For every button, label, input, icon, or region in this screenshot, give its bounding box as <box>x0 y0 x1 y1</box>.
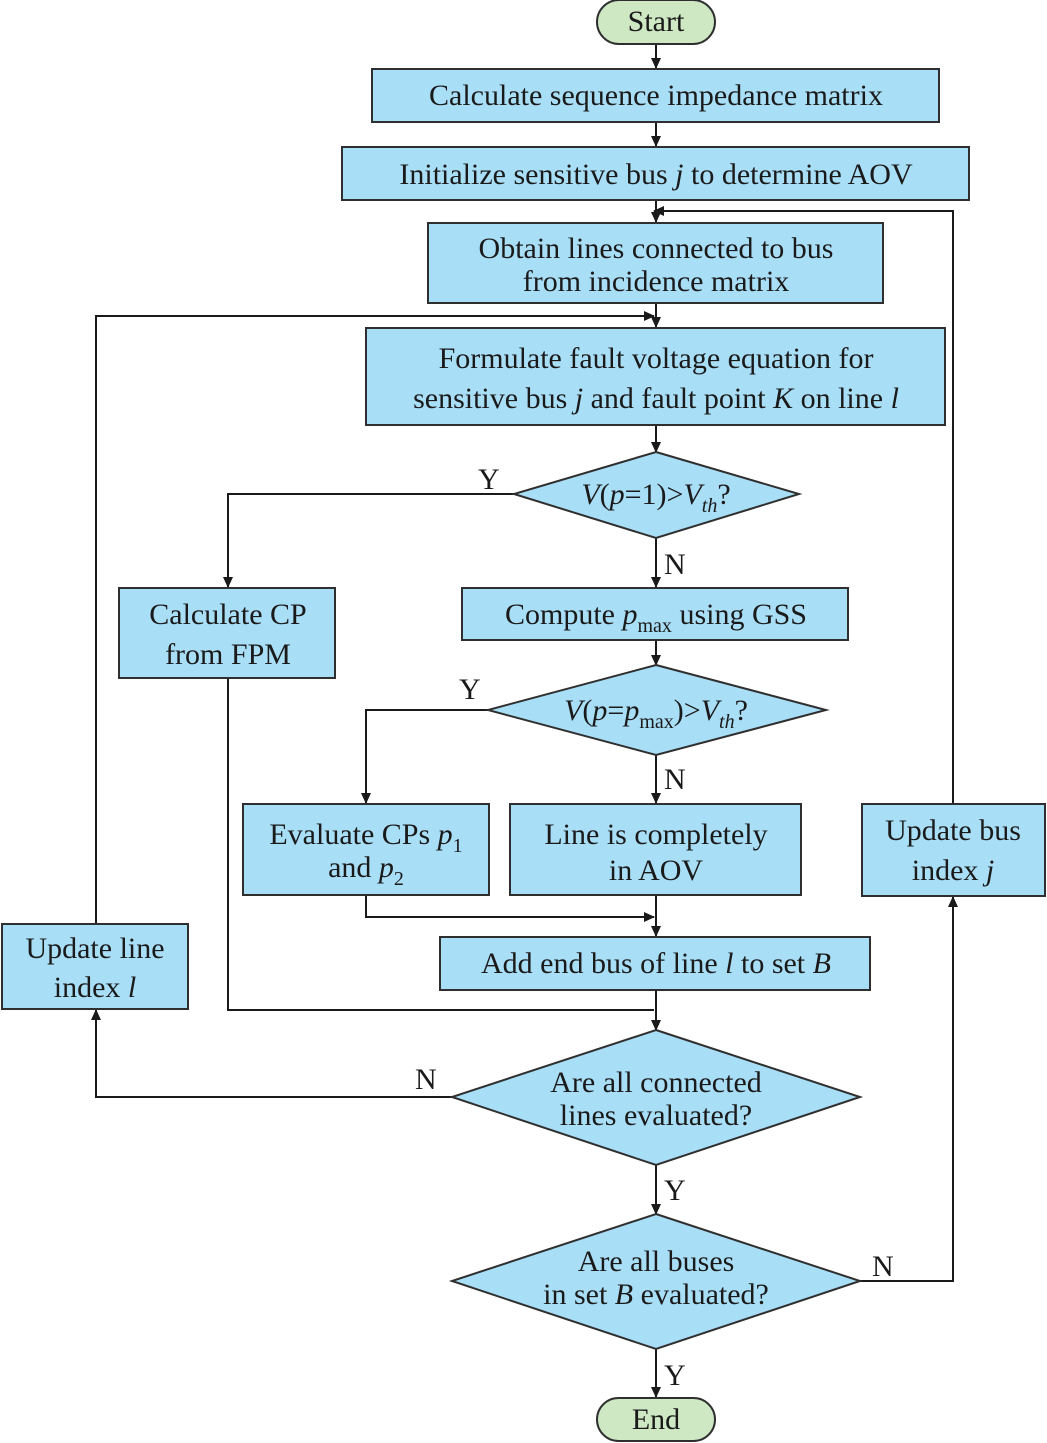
initialize-box: Initialize sensitive bus j to determine … <box>341 146 970 201</box>
edge-cpfpm-merge <box>227 678 654 1011</box>
edge-d3-no <box>91 1009 452 1098</box>
update-bus-label-2: index j <box>912 854 995 887</box>
compute-pmax-label: Compute pmax using GSS <box>505 598 807 637</box>
label-d3-no: N <box>415 1063 437 1096</box>
label-d4-no: N <box>872 1250 894 1283</box>
compute-pmax-box: Compute pmax using GSS <box>461 587 849 641</box>
obtain-lines-label-2: from incidence matrix <box>523 265 790 298</box>
label-d2-yes: Y <box>459 673 481 706</box>
decision-lines-label-2: lines evaluated? <box>560 1099 752 1132</box>
evaluate-cps-label-2: and p2 <box>328 851 404 890</box>
label-d1-yes: Y <box>478 463 500 496</box>
edge-updline-loop <box>95 311 655 923</box>
calc-cp-label-1: Calculate CP <box>149 598 306 631</box>
decision-v-pmax-label: V(p=pmax)>Vth? <box>564 694 748 733</box>
decision-buses-evaluated: Are all buses in set B evaluated? <box>448 1212 864 1351</box>
decision-lines-label-1: Are all connected <box>550 1066 762 1099</box>
formulate-label-2: sensitive bus j and fault point K on lin… <box>413 382 899 415</box>
label-d2-no: N <box>664 763 686 796</box>
calc-cp-label-2: from FPM <box>165 638 291 671</box>
decision-v-p1: V(p=1)>Vth? <box>510 450 803 540</box>
label-d4-yes: Y <box>664 1359 686 1392</box>
decision-lines-evaluated: Are all connected lines evaluated? <box>448 1028 864 1167</box>
update-line-box: Update line index l <box>1 923 189 1010</box>
edge-d2-yes <box>361 709 488 804</box>
decision-v-p1-label: V(p=1)>Vth? <box>581 478 730 517</box>
formulate-box: Formulate fault voltage equation for sen… <box>365 327 946 426</box>
edge-d1-yes <box>223 493 514 588</box>
start-label: Start <box>628 5 685 38</box>
formulate-label-1: Formulate fault voltage equation for <box>439 342 874 375</box>
end-terminal: End <box>596 1397 716 1442</box>
evaluate-cps-label-1: Evaluate CPs p1 <box>269 818 462 857</box>
update-line-label-1: Update line <box>25 932 164 965</box>
decision-buses-label-2: in set B evaluated? <box>543 1278 769 1311</box>
obtain-lines-box: Obtain lines connected to bus from incid… <box>427 222 884 304</box>
decision-buses-label-1: Are all buses <box>578 1245 735 1278</box>
update-bus-box: Update bus index j <box>861 803 1046 897</box>
update-bus-label-1: Update bus <box>885 814 1021 847</box>
line-complete-label-1: Line is completely <box>544 818 767 851</box>
initialize-label: Initialize sensitive bus j to determine … <box>399 158 913 191</box>
edge-d4-no <box>860 896 958 1282</box>
line-complete-box: Line is completely in AOV <box>509 803 802 896</box>
calc-sequence-label: Calculate sequence impedance matrix <box>429 79 883 112</box>
edge-evalcps-merge <box>365 895 655 922</box>
end-label: End <box>632 1403 680 1436</box>
add-end-bus-label: Add end bus of line l to set B <box>481 947 831 980</box>
edge-updbus-loop <box>653 206 954 803</box>
decision-v-pmax: V(p=pmax)>Vth? <box>484 663 830 757</box>
obtain-lines-label-1: Obtain lines connected to bus <box>479 232 834 265</box>
add-end-bus-box: Add end bus of line l to set B <box>439 936 871 991</box>
line-complete-label-2: in AOV <box>609 854 704 887</box>
label-d3-yes: Y <box>664 1174 686 1207</box>
start-terminal: Start <box>596 0 716 45</box>
update-line-label-2: index l <box>54 971 137 1004</box>
label-d1-no: N <box>664 548 686 581</box>
calc-cp-box: Calculate CP from FPM <box>118 587 336 679</box>
evaluate-cps-box: Evaluate CPs p1 and p2 <box>242 803 490 896</box>
calc-sequence-box: Calculate sequence impedance matrix <box>371 68 940 123</box>
connectors <box>91 44 958 1398</box>
